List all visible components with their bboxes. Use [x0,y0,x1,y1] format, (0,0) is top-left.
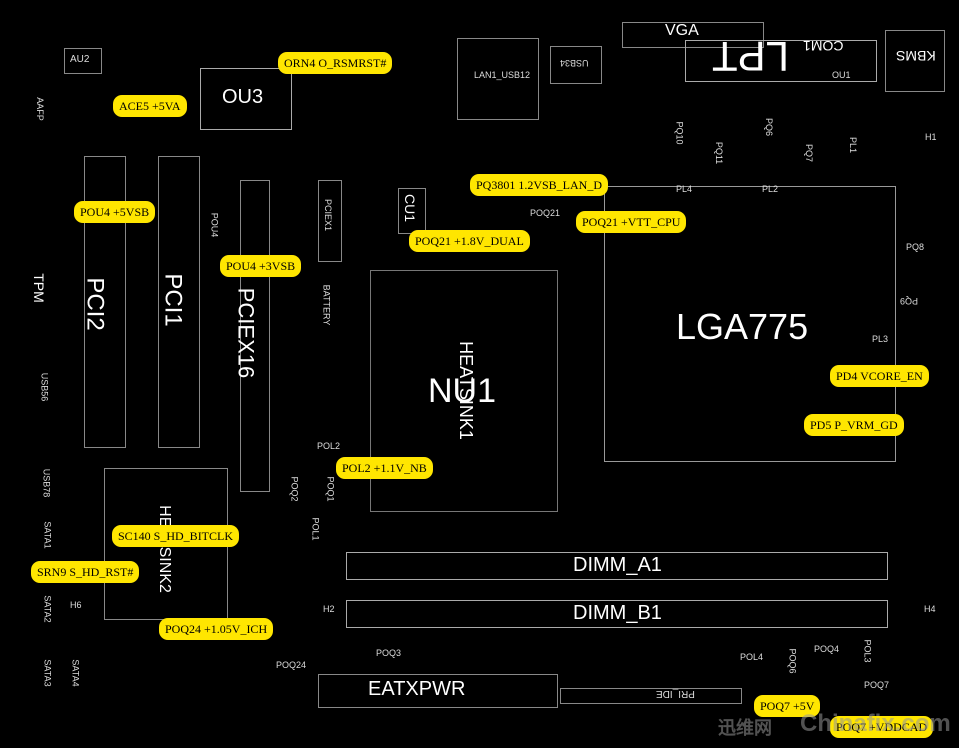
poq6-label: POQ6 [787,648,798,674]
h1-label: H1 [925,132,937,142]
sata3-label: SATA3 [42,659,53,687]
pciex16-slot [240,180,270,492]
poq1-label: POQ1 [325,476,336,502]
pci1-label: PCI1 [159,273,187,327]
pciex1-slot [318,180,342,262]
callout-poq21-vtt: POQ21 +VTT_CPU [576,211,687,233]
callout-pol2: POL2 +1.1V_NB [336,457,433,479]
pci1-slot [158,156,200,448]
lpt-label: LPT [712,33,790,80]
poq3-label: POQ3 [376,648,402,658]
pciex16-label: PCIEX16 [233,287,259,379]
callout-sc140: SC140 S_HD_BITCLK [112,525,240,547]
poq21-label: POQ21 [530,208,561,218]
nu1-label: NU1 [428,372,497,410]
au2-chip [64,48,102,74]
poq7-label: POQ7 [864,680,890,690]
heatsink1-label: HEATSINK1 [455,341,476,440]
vga-label: VGA [665,22,699,39]
usb34-connector [550,46,602,84]
pri-ide-label: PRI_IDE [656,688,695,699]
callout-poq24: POQ24 +1.05V_ICH [159,618,274,640]
lan-label: LAN1_USB12 [474,70,531,80]
dimm-a1-slot [346,552,888,580]
kbms-connector [885,30,945,92]
pri-ide-connector [560,688,742,704]
pl3-label: PL3 [872,334,889,344]
sata4-label: SATA4 [70,659,81,687]
dimm-b1-label: DIMM_B1 [573,602,662,624]
poq2-label: POQ2 [289,476,300,502]
aafp-label: AAFP [34,97,45,121]
watermark-cn: 迅维网 [718,718,772,738]
usb78-label: USB78 [41,468,52,498]
pou4-label: POU4 [209,212,220,238]
dimm-a1-label: DIMM_A1 [573,554,662,576]
pci2-slot [84,156,126,448]
pol4-label: POL4 [740,652,764,662]
ou1-label: OU1 [832,70,851,80]
pol2-label: POL2 [317,441,341,451]
watermark-en: Chinafix.com [800,710,951,737]
dimm-b1-slot [346,600,888,628]
lga775-label: LGA775 [676,306,809,347]
pl4-label: PL4 [676,184,693,194]
callout-pd4: PD4 VCORE_EN [830,365,929,387]
lpt-connector [685,40,877,82]
vga-connector [622,22,764,48]
poq4-label: POQ4 [814,644,840,654]
pq11-label: PQ11 [714,141,725,165]
sata1-label: SATA1 [42,521,53,549]
heatsink2-label: HEATSINK2 [155,505,173,593]
callout-ace5: ACE5 +5VA [113,95,187,117]
pol3-label: POL3 [862,639,873,663]
callout-orn4: ORN4 O_RSMRST# [278,52,393,74]
pciex1-label: PCIEX1 [323,198,334,232]
ou3-chip [200,68,292,130]
pl1-label: PL1 [848,136,859,154]
callout-srn9: SRN9 S_HD_RST# [31,561,140,583]
pq6-label: PQ6 [764,117,775,137]
com1-label: COM1 [803,38,844,54]
poq24-label: POQ24 [276,660,307,670]
pol1-label: POL1 [310,517,321,541]
callout-poq21-1-8v: POQ21 +1.8V_DUAL [409,230,530,252]
callout-pq3801: PQ3801 1.2VSB_LAN_D [470,174,609,196]
callout-pou4-5vsb: POU4 +5VSB [74,201,156,223]
eatxpwr-connector [318,674,558,708]
northbridge-heatsink [370,270,558,512]
usb56-label: USB56 [39,372,50,402]
h4-label: H4 [924,604,936,614]
callout-poq7-5v: POQ7 +5V [754,695,821,717]
lan-connector [457,38,539,120]
pci2-label: PCI2 [81,277,109,331]
battery-label: BATTERY [321,284,332,326]
usb34-label: USB34 [560,58,589,68]
pq10-label: PQ10 [674,121,685,145]
ou3-label: OU3 [222,86,264,108]
pl2-label: PL2 [762,184,779,194]
pq7-label: PQ7 [804,143,815,163]
callout-pou4-3vsb: POU4 +3VSB [220,255,302,277]
cu1-label: CU1 [402,193,419,223]
tpm-label: TPM [30,273,47,303]
cpu-socket [604,186,896,462]
au2-label: AU2 [70,54,90,65]
pq8-label: PQ8 [906,242,925,252]
kbms-label: KBMS [896,48,936,64]
callout-pd5: PD5 P_VRM_GD [804,414,904,436]
eatxpwr-label: EATXPWR [368,678,466,700]
sata2-label: SATA2 [42,595,53,623]
pq9-label: PQ9 [900,296,919,306]
callout-poq7-vddcad: POQ7 +VDDCAD [830,716,934,738]
h6-label: H6 [70,600,82,610]
h2-label: H2 [323,604,335,614]
